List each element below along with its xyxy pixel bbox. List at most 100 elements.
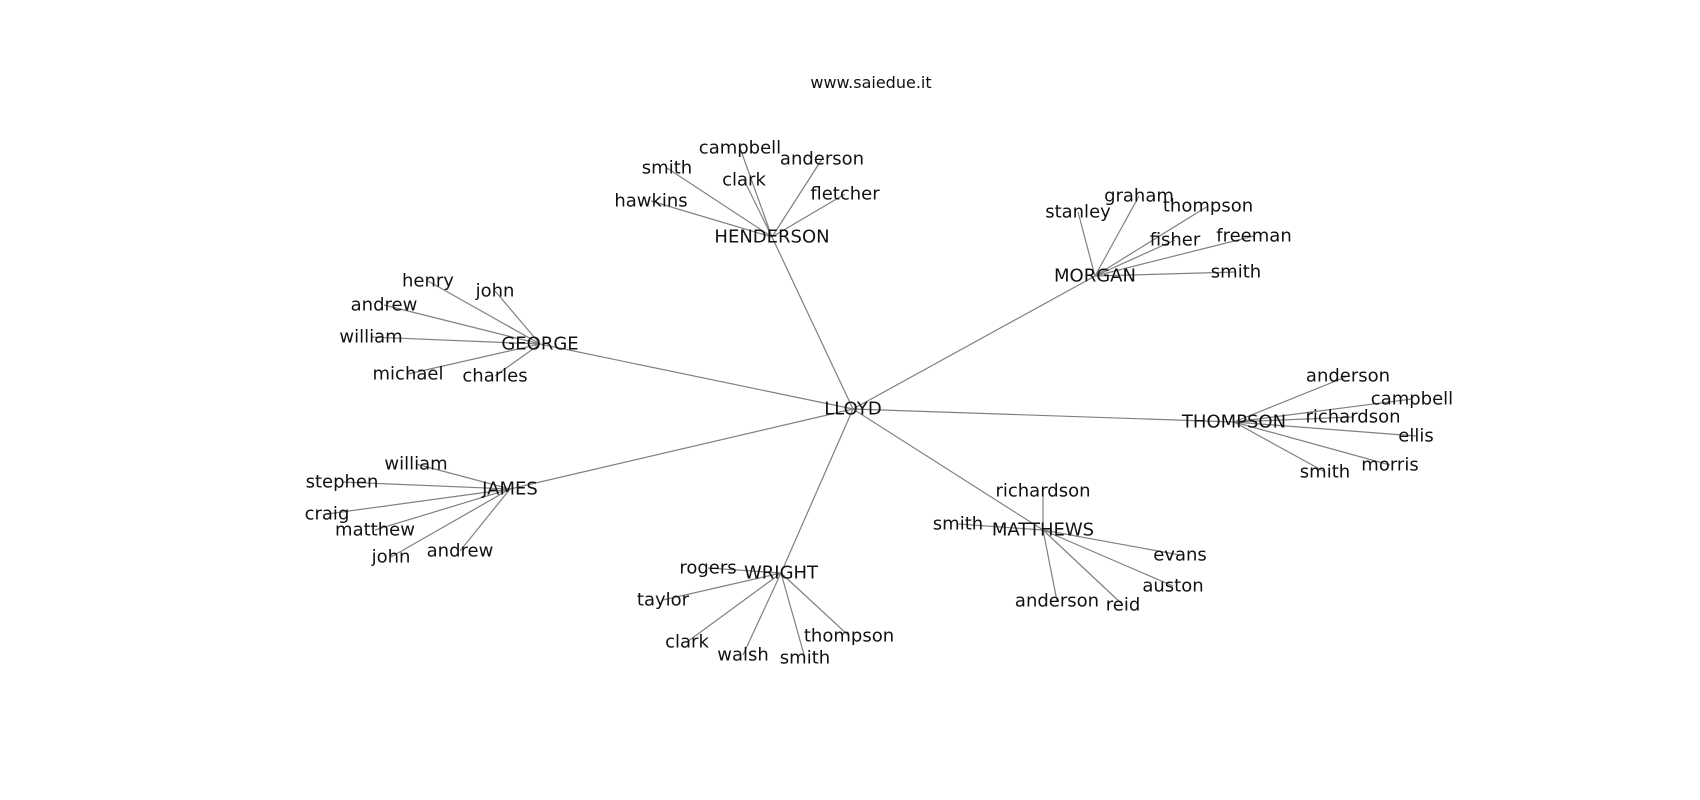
member-node-label: clark bbox=[722, 170, 766, 191]
edge-root-to-group bbox=[852, 408, 1044, 531]
member-node-label: campbell bbox=[1371, 389, 1453, 410]
edge-group-to-member bbox=[780, 572, 850, 637]
group-node-label: GEORGE bbox=[501, 334, 578, 355]
site-caption: www.saiedue.it bbox=[810, 73, 931, 92]
group-node-label: THOMPSON bbox=[1181, 412, 1286, 433]
edge-group-to-member bbox=[1077, 211, 1096, 277]
edge-root-to-group bbox=[852, 408, 1235, 423]
member-node-label: clark bbox=[665, 632, 709, 653]
edge-group-to-member bbox=[1233, 421, 1391, 466]
edge-group-to-member bbox=[686, 572, 782, 643]
member-node-label: john bbox=[371, 547, 411, 568]
member-node-label: john bbox=[475, 281, 515, 302]
edge-group-to-member bbox=[1233, 421, 1417, 437]
edge-group-to-member bbox=[650, 200, 773, 238]
edge-group-to-member bbox=[383, 304, 541, 345]
member-node-label: william bbox=[384, 454, 447, 475]
edge-group-to-member bbox=[771, 193, 846, 238]
member-node-label: smith bbox=[933, 514, 983, 535]
edge-group-to-member bbox=[1042, 529, 1181, 556]
edge-group-to-member bbox=[1094, 195, 1140, 277]
edge-root-to-group bbox=[771, 236, 854, 410]
member-node-label: anderson bbox=[1015, 591, 1099, 612]
member-node-label: stanley bbox=[1045, 202, 1111, 223]
member-node-label: andrew bbox=[351, 295, 418, 316]
edge-group-to-member bbox=[427, 280, 541, 345]
edge-group-to-member bbox=[1094, 271, 1237, 277]
group-node-label: HENDERSON bbox=[714, 227, 829, 248]
edge-group-to-member bbox=[1094, 235, 1255, 277]
member-node-label: craig bbox=[305, 504, 350, 525]
edge-group-to-member bbox=[390, 488, 511, 558]
member-node-label: walsh bbox=[717, 645, 769, 666]
member-node-label: campbell bbox=[699, 138, 781, 159]
edge-group-to-member bbox=[370, 336, 541, 345]
edge-group-to-member bbox=[957, 523, 1044, 531]
edge-root-to-group bbox=[509, 408, 854, 490]
edge-group-to-member bbox=[494, 290, 541, 345]
edge-group-to-member bbox=[459, 488, 511, 552]
member-node-label: auston bbox=[1142, 576, 1203, 597]
edge-group-to-member bbox=[407, 343, 541, 375]
edge-group-to-member bbox=[1233, 375, 1349, 423]
member-node-label: evans bbox=[1153, 545, 1207, 566]
edge-group-to-member bbox=[742, 572, 782, 656]
edge-group-to-member bbox=[326, 488, 511, 515]
edge-group-to-member bbox=[1233, 398, 1413, 423]
edge-group-to-member bbox=[1094, 239, 1176, 277]
edge-root-to-group bbox=[539, 343, 854, 410]
member-node-label: william bbox=[339, 327, 402, 348]
member-node-label: smith bbox=[642, 158, 692, 179]
member-node-label: richardson bbox=[995, 481, 1090, 502]
edge-group-to-member bbox=[1233, 416, 1354, 423]
member-node-label: rogers bbox=[679, 558, 736, 579]
member-node-label: charles bbox=[462, 366, 527, 387]
group-node-label: MORGAN bbox=[1054, 266, 1136, 287]
member-node-label: michael bbox=[373, 364, 444, 385]
member-node-label: richardson bbox=[1305, 407, 1400, 428]
edge-group-to-member bbox=[494, 343, 541, 377]
member-node-label: andrew bbox=[427, 541, 494, 562]
member-node-label: graham bbox=[1104, 186, 1174, 207]
edge-group-to-member bbox=[1042, 529, 1058, 602]
group-node-label: MATTHEWS bbox=[992, 520, 1094, 541]
edge-group-to-member bbox=[780, 572, 806, 659]
edge-group-to-member bbox=[341, 481, 511, 490]
member-node-label: matthew bbox=[335, 520, 415, 541]
labels-layer: LLOYDHENDERSONcampbellandersonsmithclark… bbox=[305, 138, 1454, 669]
member-node-label: fisher bbox=[1150, 230, 1201, 251]
member-node-label: morris bbox=[1361, 455, 1418, 476]
member-node-label: ellis bbox=[1398, 426, 1433, 447]
edge-root-to-group bbox=[852, 275, 1096, 410]
edge-group-to-member bbox=[1042, 529, 1124, 606]
member-node-label: taylor bbox=[637, 590, 690, 611]
edge-group-to-member bbox=[374, 488, 511, 531]
edge-group-to-member bbox=[743, 179, 773, 238]
edge-group-to-member bbox=[1233, 421, 1326, 473]
member-node-label: smith bbox=[1300, 462, 1350, 483]
member-node-label: thompson bbox=[1163, 196, 1253, 217]
member-node-label: reid bbox=[1106, 595, 1141, 616]
edge-group-to-member bbox=[1042, 529, 1174, 587]
member-node-label: anderson bbox=[1306, 366, 1390, 387]
member-node-label: smith bbox=[1211, 262, 1261, 283]
member-node-label: freeman bbox=[1216, 226, 1291, 247]
member-node-label: hawkins bbox=[614, 191, 687, 212]
root-node-label: LLOYD bbox=[824, 399, 881, 420]
member-node-label: smith bbox=[780, 648, 830, 669]
member-node-label: thompson bbox=[804, 626, 894, 647]
group-node-label: JAMES bbox=[481, 479, 538, 500]
member-node-label: fletcher bbox=[810, 184, 880, 205]
edge-group-to-member bbox=[1094, 205, 1209, 277]
edges-layer bbox=[326, 147, 1417, 659]
member-node-label: henry bbox=[402, 271, 454, 292]
edge-group-to-member bbox=[707, 567, 782, 574]
edge-root-to-group bbox=[780, 408, 854, 574]
edge-group-to-member bbox=[771, 158, 823, 238]
member-node-label: anderson bbox=[780, 149, 864, 170]
edge-group-to-member bbox=[666, 167, 773, 238]
member-node-label: stephen bbox=[306, 472, 379, 493]
edge-group-to-member bbox=[662, 572, 782, 601]
edge-group-to-member bbox=[739, 147, 773, 238]
